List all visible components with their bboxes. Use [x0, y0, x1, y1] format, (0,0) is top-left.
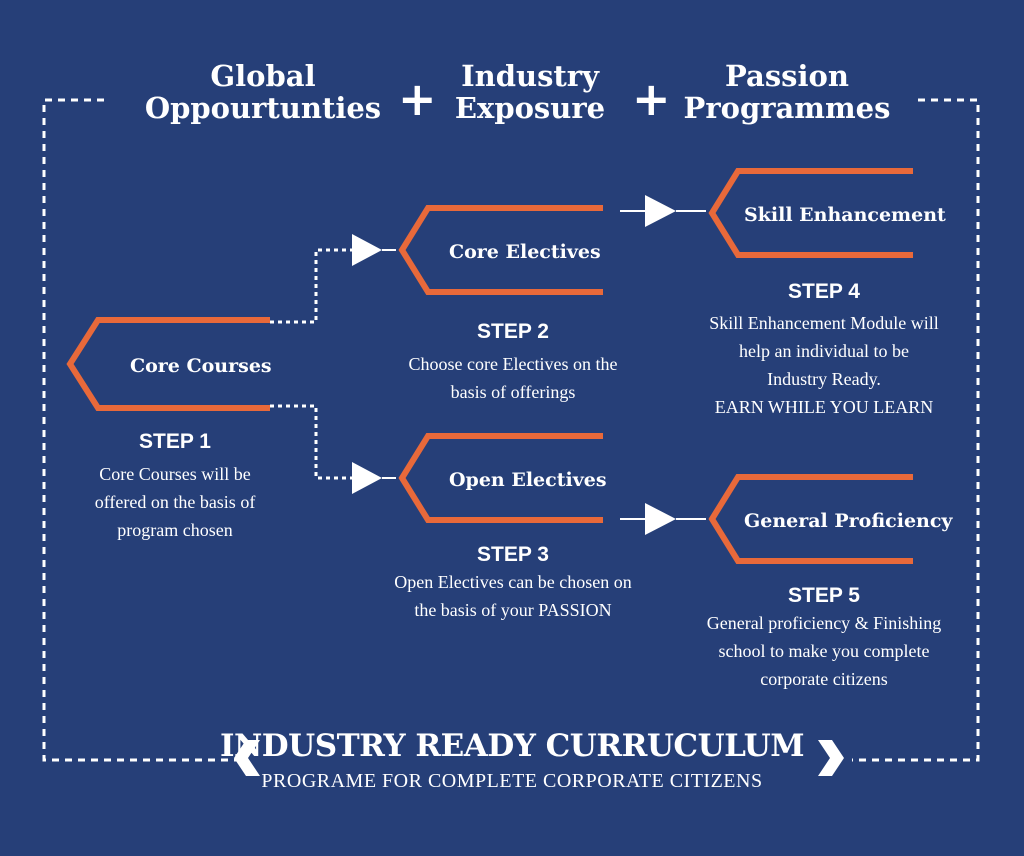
description-line: school to make you complete [718, 641, 930, 661]
skill-enhancement-label: Skill Enhancement [744, 204, 946, 226]
header-line: Passion [725, 59, 849, 93]
step2-label: STEP 2 [477, 320, 549, 343]
arrow-to-core-electives-icon [352, 234, 382, 266]
description-line: program chosen [117, 520, 233, 540]
step1-label: STEP 1 [139, 430, 211, 453]
open-electives-shape [398, 433, 603, 523]
core-electives-shape [398, 205, 603, 295]
step4-label: STEP 4 [788, 280, 860, 303]
core-electives-label: Core Electives [449, 241, 601, 263]
header-line: Programmes [683, 91, 891, 125]
step5-label: STEP 5 [788, 584, 860, 607]
arrow-to-skill-enhancement-icon [645, 195, 676, 227]
chevron-left-icon [234, 740, 260, 776]
description-line: Core Courses will be [99, 464, 251, 484]
description-line: Industry Ready. [767, 369, 881, 389]
header-global-opportunities: Global Oppourtunties [140, 60, 386, 124]
description-line: basis of offerings [450, 382, 576, 402]
arrow-to-general-proficiency-icon [645, 503, 676, 535]
header-line: Industry [461, 59, 599, 93]
general-proficiency-shape [708, 474, 913, 564]
header-industry-exposure: Industry Exposure [440, 60, 620, 124]
description-line: corporate citizens [760, 669, 888, 689]
core-courses-shape [66, 317, 270, 411]
connector-to-core-electives [270, 248, 352, 324]
description-line: General proficiency & Finishing [706, 613, 942, 633]
general-proficiency-label: General Proficiency [744, 510, 953, 532]
connector-to-open-electives [270, 404, 352, 480]
skill-enhancement-shape [708, 168, 913, 258]
step3-description: Open Electives can be chosen on the basi… [358, 568, 668, 624]
step2-description: Choose core Electives on the basis of of… [368, 350, 658, 406]
header-line: Exposure [454, 91, 606, 125]
footer-subtitle: PROGRAME FOR COMPLETE CORPORATE CITIZENS [261, 770, 763, 792]
plus-icon: + [632, 72, 671, 126]
description-line: EARN WHILE YOU LEARN [714, 397, 934, 417]
description-line: help an individual to be [739, 341, 909, 361]
description-line: the basis of your PASSION [414, 600, 612, 620]
step1-description: Core Courses will be offered on the basi… [40, 460, 310, 544]
description-line: Open Electives can be chosen on [394, 572, 632, 592]
step5-description: General proficiency & Finishing school t… [664, 609, 984, 693]
step3-label: STEP 3 [477, 543, 549, 566]
header-passion-programmes: Passion Programmes [680, 60, 894, 124]
description-line: Choose core Electives on the [408, 354, 618, 374]
description-line: Skill Enhancement Module will [709, 313, 939, 333]
plus-icon: + [398, 72, 437, 126]
arrow-to-open-electives-icon [352, 462, 382, 494]
open-electives-label: Open Electives [449, 469, 607, 491]
header-line: Oppourtunties [144, 91, 382, 125]
core-courses-label: Core Courses [130, 355, 272, 377]
frame-left-dashed-border [42, 98, 238, 762]
step4-description: Skill Enhancement Module will help an in… [674, 309, 974, 421]
frame-right-dashed-border [852, 98, 980, 762]
chevron-right-icon [818, 740, 844, 776]
footer-title: INDUSTRY READY CURRUCULUM [219, 728, 805, 764]
header-line: Global [210, 59, 316, 93]
description-line: offered on the basis of [94, 492, 256, 512]
